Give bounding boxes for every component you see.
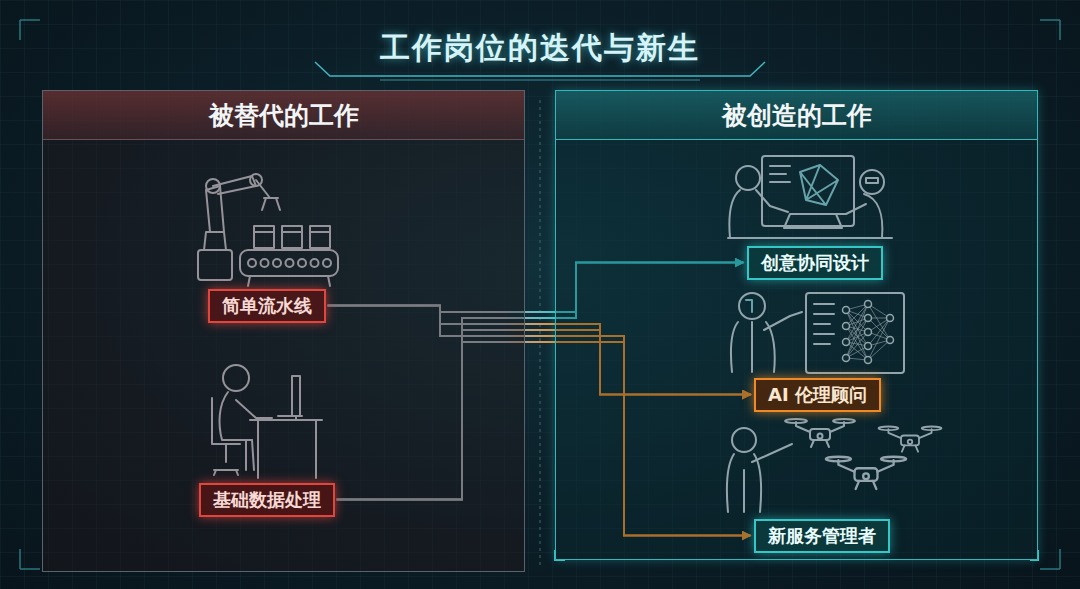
job-label: 简单流水线 xyxy=(222,295,312,317)
job-label: 基础数据处理 xyxy=(213,489,321,511)
panel-header: 被替代的工作 xyxy=(43,91,524,140)
category-panel: 被替代的工作简单流水线基础数据处理 xyxy=(42,90,525,572)
panel-heading: 被创造的工作 xyxy=(722,99,872,132)
job-tag: 新服务管理者 xyxy=(754,519,890,553)
job-tag: 创意协同设计 xyxy=(747,246,883,280)
job-tag: 简单流水线 xyxy=(208,289,326,323)
job-label: 创意协同设计 xyxy=(761,252,869,274)
title-frame xyxy=(380,79,700,81)
job-label: 新服务管理者 xyxy=(768,525,876,547)
category-panel: 被创造的工作创意协同设计 AI 伦理顾问新服务管理者 xyxy=(555,90,1038,560)
divider xyxy=(540,100,541,565)
diagram-title: 工作岗位的迭代与新生 xyxy=(0,28,1080,69)
job-label: AI 伦理顾问 xyxy=(768,384,867,406)
job-tag: AI 伦理顾问 xyxy=(754,378,881,412)
panel-header: 被创造的工作 xyxy=(556,91,1037,140)
job-tag: 基础数据处理 xyxy=(199,483,335,517)
panel-heading: 被替代的工作 xyxy=(209,99,359,132)
